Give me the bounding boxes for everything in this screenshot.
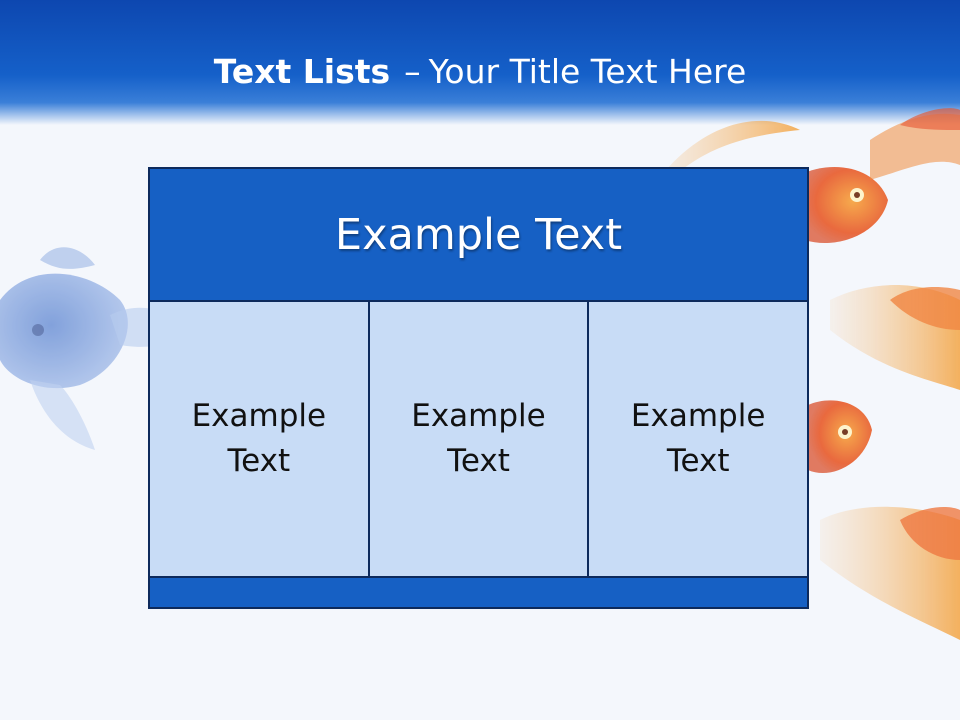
orange-fish-icon-1 [650,120,888,244]
panel-columns: Example Text Example Text Example Text [150,300,807,578]
orange-fish-icon-4 [808,400,872,474]
panel-footer-bar [150,578,807,607]
title-bold: Text Lists [213,52,391,91]
panel-header: Example Text [334,209,623,260]
orange-fish-icon-2 [870,108,960,180]
title-rest: Your Title Text Here [428,52,747,91]
panel-column-3: Example Text [587,302,807,576]
slide-title: Text Lists–Your Title Text Here [0,52,960,91]
header-band [0,0,960,125]
title-separator: – [404,52,421,91]
text-list-panel: Example Text Example Text Example Text E… [148,167,809,609]
orange-fish-icon-3 [830,285,960,390]
panel-column-1: Example Text [191,398,327,479]
orange-fish-icon-5 [820,506,960,640]
panel-column-2: Example Text [367,302,588,576]
